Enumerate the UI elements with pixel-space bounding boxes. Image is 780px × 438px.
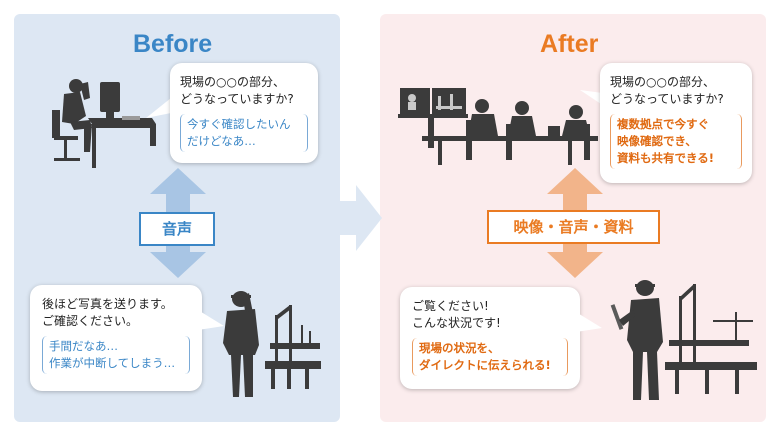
bubble-text: ご覧ください! こんな状況です! <box>412 298 568 332</box>
note-line: だけどなあ… <box>187 134 256 148</box>
bubble-text: 現場の○○の部分、 どうなっていますか? <box>610 74 742 108</box>
bubble-line: 現場の○○の部分、 <box>180 75 285 89</box>
bubble-line: どうなっていますか? <box>610 92 724 106</box>
before-top-speech-bubble: 現場の○○の部分、 どうなっていますか? 今すぐ確認したいん だけどなあ… <box>170 63 318 163</box>
note-line: 作業が中断してしまう… <box>49 356 176 370</box>
bubble-line: ご確認ください。 <box>42 314 139 328</box>
before-title: Before <box>133 30 213 58</box>
note-line: ダイレクトに伝えられる! <box>419 358 551 372</box>
after-media-label: 映像・音声・資料 <box>487 210 660 244</box>
note-line: 複数拠点で今すぐ <box>617 117 709 131</box>
note-line: 今すぐ確認したいん <box>187 117 291 131</box>
bubble-note: 手間だなあ… 作業が中断してしまう… <box>42 336 190 374</box>
note-line: 資料も共有できる! <box>617 151 715 165</box>
after-title: After <box>540 30 599 58</box>
bubble-line: どうなっていますか? <box>180 92 294 106</box>
note-line: 手間だなあ… <box>49 339 118 353</box>
bubble-line: こんな状況です! <box>412 316 501 330</box>
note-line: 映像確認でき、 <box>617 134 697 148</box>
bubble-tail <box>198 310 224 330</box>
before-audio-label: 音声 <box>139 212 215 246</box>
bubble-line: ご覧ください! <box>412 299 489 313</box>
bubble-text: 後ほど写真を送ります。 ご確認ください。 <box>42 296 190 330</box>
bubble-text: 現場の○○の部分、 どうなっていますか? <box>180 74 308 108</box>
bubble-note: 今すぐ確認したいん だけどなあ… <box>180 114 308 152</box>
bubble-line: 後ほど写真を送ります。 <box>42 297 173 311</box>
note-line: 現場の状況を、 <box>419 341 500 355</box>
field-worker-tablet-illustration <box>610 280 757 400</box>
after-top-speech-bubble: 現場の○○の部分、 どうなっていますか? 複数拠点で今すぐ 映像確認でき、 資料… <box>600 63 752 183</box>
before-bottom-speech-bubble: 後ほど写真を送ります。 ご確認ください。 手間だなあ… 作業が中断してしまう… <box>30 285 202 391</box>
transition-arrow <box>338 185 382 251</box>
office-worker-desk-illustration <box>52 79 156 168</box>
bubble-tail <box>146 94 176 118</box>
bubble-note: 複数拠点で今すぐ 映像確認でき、 資料も共有できる! <box>610 114 742 169</box>
bubble-note: 現場の状況を、 ダイレクトに伝えられる! <box>412 338 568 376</box>
bubble-tail <box>576 312 602 332</box>
field-worker-phone-illustration <box>223 291 321 397</box>
bubble-line: 現場の○○の部分、 <box>610 75 715 89</box>
after-bottom-speech-bubble: ご覧ください! こんな状況です! 現場の状況を、 ダイレクトに伝えられる! <box>400 287 580 389</box>
video-conference-illustration <box>398 88 598 165</box>
